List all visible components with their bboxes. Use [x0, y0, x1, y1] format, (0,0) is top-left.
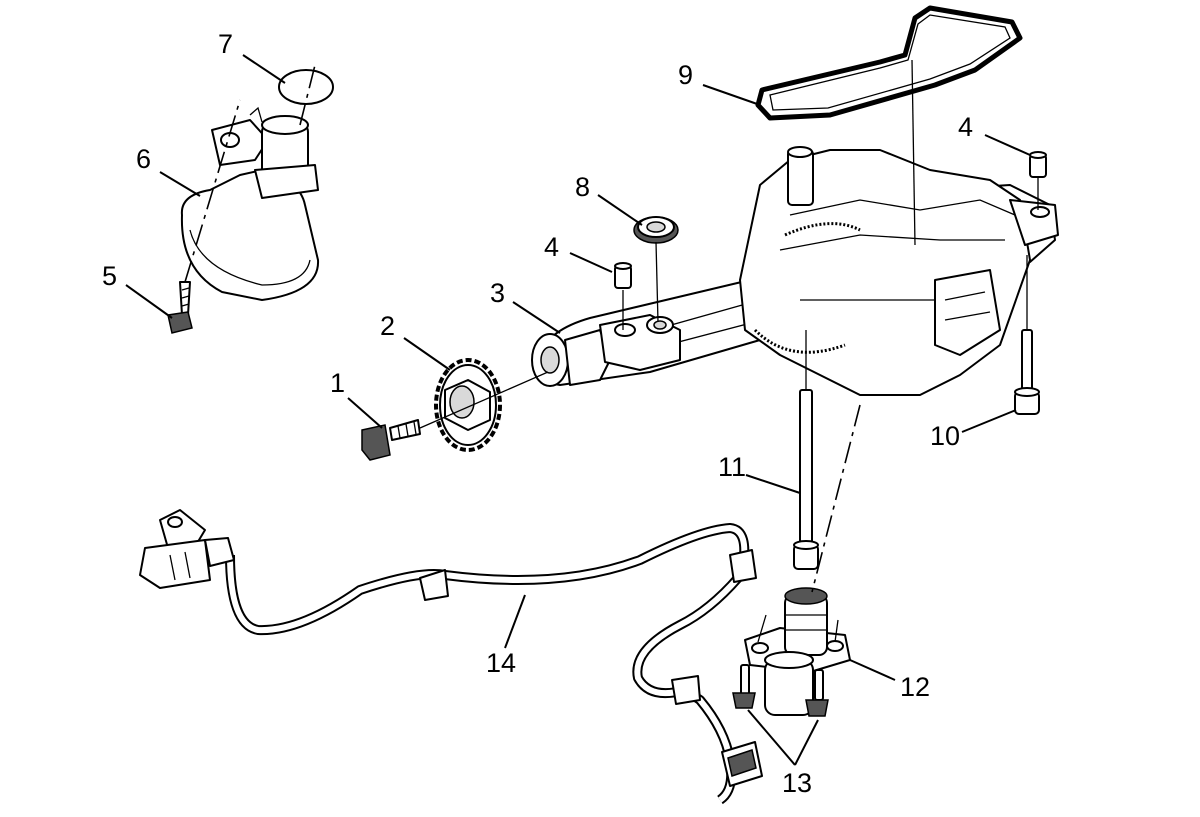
oil-pump-body-part-3 [531, 146, 1059, 396]
callout-9: 9 [678, 60, 693, 90]
alignment-line-12c [834, 619, 839, 643]
callout-10: 10 [930, 421, 960, 451]
alignment-line-7 [299, 64, 316, 126]
o-ring-part-7 [278, 69, 334, 105]
sensor-harness-part-14 [139, 509, 763, 805]
bolt-part-10 [1014, 329, 1040, 415]
bolt-part-5 [167, 281, 193, 334]
callout-4-left: 4 [544, 232, 559, 262]
callout-5: 5 [102, 261, 117, 291]
dowel-part-4-left [614, 262, 632, 289]
bolt-part-1 [361, 419, 421, 461]
seal-part-8 [633, 216, 679, 244]
solenoid-part-12 [744, 587, 851, 716]
leader-lines [125, 54, 1031, 766]
alignment-line-12 [811, 404, 861, 593]
alignment-line-1 [419, 371, 549, 429]
callout-3: 3 [490, 278, 505, 308]
callout-4-right: 4 [958, 112, 973, 142]
callout-6: 6 [136, 144, 151, 174]
alignment-line-5 [184, 99, 241, 283]
callout-8: 8 [575, 172, 590, 202]
sprocket-part-2 [434, 358, 502, 452]
callout-11: 11 [718, 452, 746, 482]
callout-7: 7 [218, 29, 233, 59]
alignment-line-8 [655, 241, 659, 323]
bolt-part-13-right [805, 669, 829, 717]
callout-14: 14 [486, 648, 516, 678]
callout-1: 1 [330, 368, 345, 398]
gasket-part-9 [755, 5, 1023, 121]
bolt-part-13-left [732, 664, 756, 709]
alignment-line-12b [757, 614, 767, 643]
alignment-line-9 [911, 59, 916, 246]
oil-pickup-tube-part-6 [180, 106, 320, 301]
callout-12: 12 [900, 672, 930, 702]
callout-13: 13 [782, 768, 812, 798]
callout-2: 2 [380, 311, 395, 341]
dowel-part-4-right [1029, 151, 1047, 178]
bolt-part-11 [793, 389, 819, 570]
